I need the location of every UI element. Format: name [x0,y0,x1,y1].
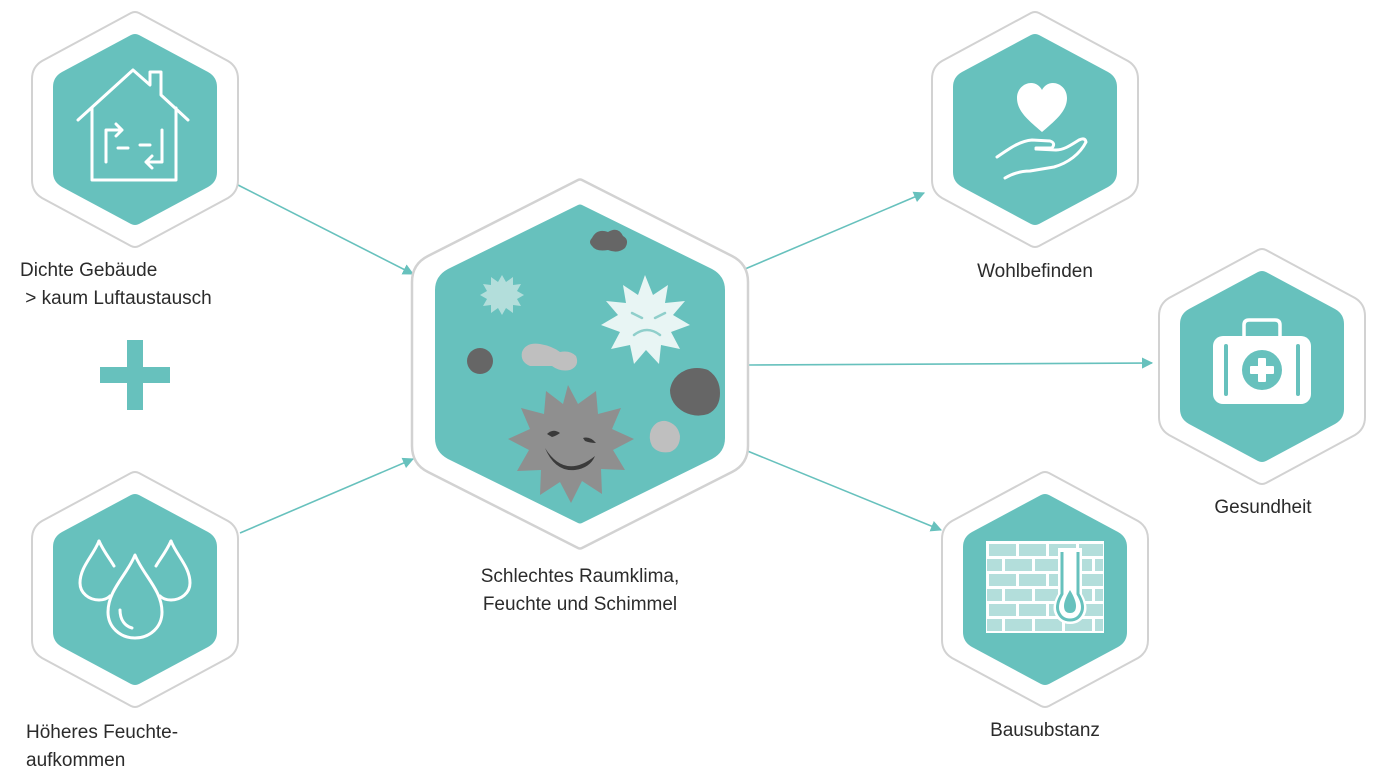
arrow-climate-to-fabric [744,449,943,532]
node-moisture [31,471,239,708]
damp-brick-wall-icon [986,541,1104,633]
node-health [1158,248,1366,485]
spore-dark-small [467,348,493,374]
label-indoor-climate-line1: Schlechtes Raumklima, [480,566,680,587]
mold-spores-icon [467,229,720,503]
arrow-climate-to-wellbeing [744,191,926,270]
spore-blob-top [590,229,628,252]
spore-grey-big [508,385,634,503]
label-dense-building-line1: Dichte Gebäude [20,260,158,281]
spore-angry-face [630,311,667,337]
label-building-fabric: Bausubstanz [990,720,1100,741]
hex-fill [53,494,217,685]
spore-dark-round [670,368,720,416]
label-indoor-climate: Schlechtes Raumklima, Feuchte und Schimm… [450,563,710,619]
spore-light-grey [649,420,680,453]
arrow-climate-to-health [747,357,1154,369]
label-dense-building: Dichte Gebäude > kaum Luftaustausch [20,257,212,313]
arrow-dense-to-climate [237,184,414,275]
first-aid-kit-icon [1213,318,1311,404]
spore-grey-blob [521,343,578,371]
label-wellbeing: Wohlbefinden [977,261,1093,282]
label-indoor-climate-line2: Feuchte und Schimmel [482,594,678,615]
node-building-fabric [941,471,1149,708]
label-health: Gesundheit [1214,497,1312,518]
label-moisture-line2: aufkommen [26,750,126,771]
label-moisture-line1: Höheres Feuchte- [26,722,179,743]
spore-light-spiky [480,275,524,315]
node-wellbeing [931,11,1139,248]
arrow-moisture-to-climate [239,457,415,534]
label-moisture: Höheres Feuchte- aufkommen [26,719,178,775]
spore-grinning-face [545,430,596,471]
house-airflow-icon [76,68,190,182]
label-dense-building-line2: > kaum Luftaustausch [20,288,212,309]
plus-icon [100,340,170,410]
hex-fill [953,34,1117,225]
water-drops-icon [78,539,192,640]
heart-hand-icon [995,83,1088,180]
node-dense-building [31,11,239,248]
spore-pale-angry [601,275,690,364]
node-indoor-climate [410,178,750,550]
